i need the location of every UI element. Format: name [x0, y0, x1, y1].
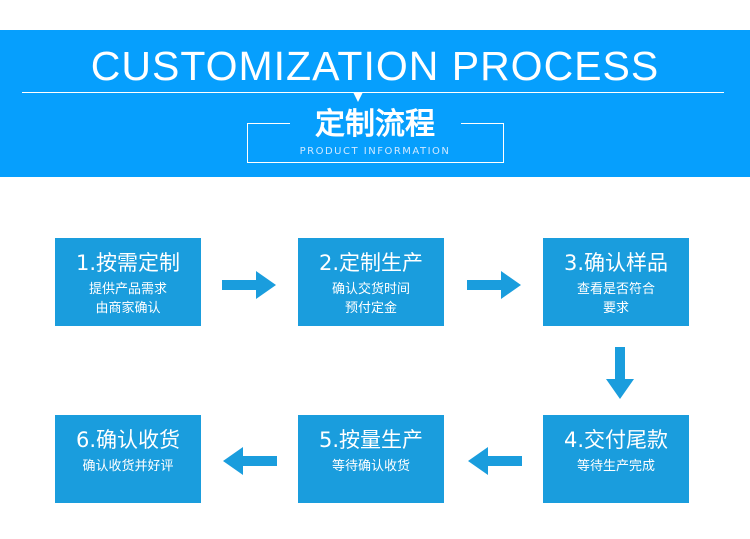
arrow-right-icon: [222, 271, 276, 299]
arrow-right-icon: [467, 271, 521, 299]
arrow-left-icon: [468, 447, 522, 475]
arrow-left-icon: [223, 447, 277, 475]
step-title: 4.交付尾款: [563, 428, 669, 452]
step-desc: 等待确认收货: [331, 459, 410, 474]
page-title-cn: 定制流程: [315, 107, 435, 142]
step-title: 2.定制生产: [318, 251, 424, 275]
step-desc: 由商家确认: [95, 301, 161, 316]
step-title: 1.按需定制: [75, 251, 181, 275]
step-6: 6.确认收货 确认收货并好评: [55, 415, 201, 503]
page-title-en: CUSTOMIZATION PROCESS: [90, 43, 660, 89]
step-desc: 确认收货并好评: [82, 459, 174, 474]
step-3: 3.确认样品 查看是否符合要求: [543, 238, 689, 326]
step-4: 4.交付尾款 等待生产完成: [543, 415, 689, 503]
step-desc: 提供产品需求: [88, 282, 167, 297]
step-desc: 确认交货时间: [331, 282, 410, 297]
step-desc: 等待生产完成: [576, 459, 655, 474]
step-title: 5.按量生产: [318, 428, 424, 452]
title-frame: [247, 123, 504, 163]
triangle-down-icon: [353, 92, 363, 102]
step-2: 2.定制生产 确认交货时间预付定金: [298, 238, 444, 326]
page-subtitle: PRODUCT INFORMATION: [299, 146, 451, 157]
arrow-down-icon: [606, 347, 634, 399]
header-banner: CUSTOMIZATION PROCESS 定制流程 PRODUCT INFOR…: [0, 30, 750, 177]
step-title: 3.确认样品: [563, 251, 669, 275]
step-title: 6.确认收货: [75, 428, 181, 452]
step-desc: 查看是否符合: [576, 282, 655, 297]
divider: [22, 92, 724, 93]
step-1: 1.按需定制 提供产品需求由商家确认: [55, 238, 201, 326]
step-5: 5.按量生产 等待确认收货: [298, 415, 444, 503]
step-desc: 要求: [602, 301, 629, 316]
step-desc: 预付定金: [344, 301, 397, 316]
